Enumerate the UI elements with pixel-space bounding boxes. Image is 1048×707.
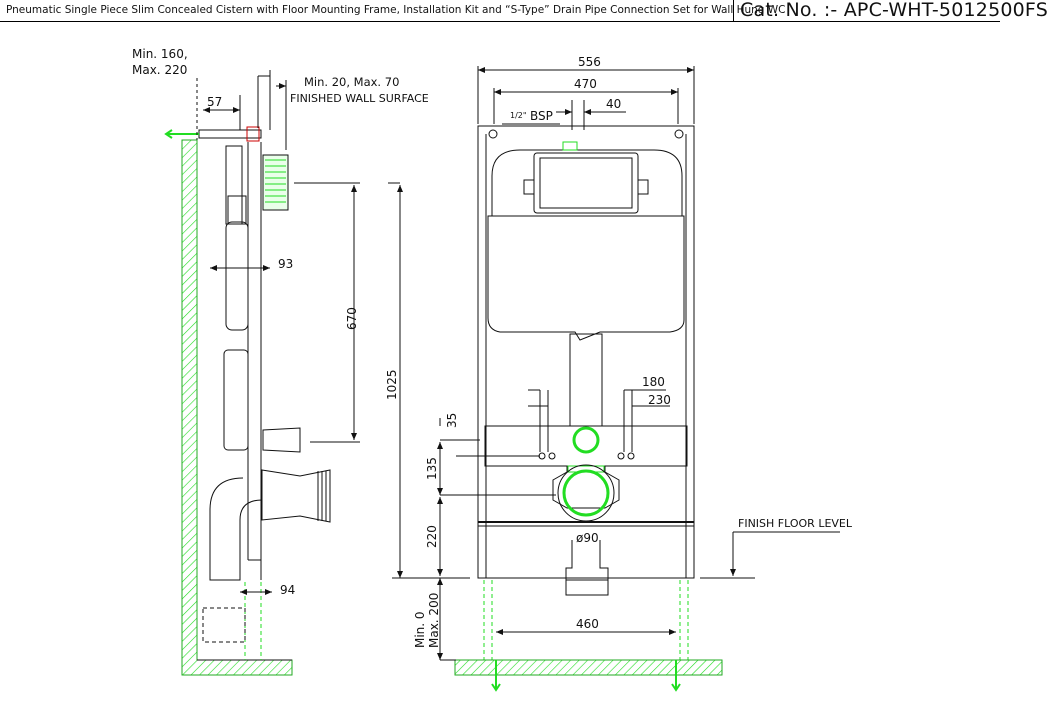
flush-cross-bar xyxy=(484,425,688,467)
label-finish-floor-level: FINISH FLOOR LEVEL xyxy=(738,517,853,530)
label-depth-min: Min. 160, xyxy=(132,47,188,61)
label-dim-556: 556 xyxy=(578,55,601,69)
label-bsp: BSP xyxy=(530,109,553,123)
catalog-number: Cat. No. :- APC-WHT-5012500FS xyxy=(740,0,1048,21)
label-dim-460: 460 xyxy=(576,617,599,631)
label-dia-90: ø90 xyxy=(576,531,599,545)
label-floor-min: Min. 0 xyxy=(413,611,427,648)
label-dim-93: 93 xyxy=(278,257,293,271)
label-dim-40: 40 xyxy=(606,97,621,111)
front-view xyxy=(388,66,840,692)
label-dim-35: 35 xyxy=(445,413,459,428)
water-inlet-valve xyxy=(246,126,260,142)
technical-drawing: Min. 160, Max. 220 57 Min. 20, Max. 70 F… xyxy=(132,47,853,692)
drain-outlet xyxy=(562,469,610,517)
label-dim-57: 57 xyxy=(207,95,222,109)
s-trap-pipe xyxy=(209,477,263,581)
flush-outlet xyxy=(572,426,600,454)
title-bar: Pneumatic Single Piece Slim Concealed Ci… xyxy=(0,0,1048,22)
label-dim-94: 94 xyxy=(280,583,295,597)
label-depth-max: Max. 220 xyxy=(132,63,187,77)
label-dim-1025: 1025 xyxy=(385,369,399,400)
label-dim-135: 135 xyxy=(425,457,439,480)
wall-hatch xyxy=(181,139,293,676)
label-finished-wall-surface: FINISHED WALL SURFACE xyxy=(290,92,429,105)
catalog-number-box: Cat. No. :- APC-WHT-5012500FS xyxy=(733,0,1048,22)
label-bsp-fraction: 1/2" xyxy=(510,111,527,120)
side-view xyxy=(164,70,360,676)
label-dim-670: 670 xyxy=(345,307,359,330)
cistern-tank-front xyxy=(487,215,685,341)
label-dim-220: 220 xyxy=(425,525,439,548)
label-floor-max: Max. 200 xyxy=(427,593,441,648)
floor-slab-front xyxy=(454,659,723,676)
service-opening xyxy=(533,152,639,214)
drawing-title: Pneumatic Single Piece Slim Concealed Ci… xyxy=(6,4,786,16)
label-dim-230: 230 xyxy=(648,393,671,407)
cistern-body-side xyxy=(225,221,249,331)
flush-plate-side xyxy=(262,154,289,211)
label-finish-wall-range: Min. 20, Max. 70 xyxy=(304,75,399,89)
label-dim-180: 180 xyxy=(642,375,665,389)
label-dim-470: 470 xyxy=(574,77,597,91)
mounting-frame xyxy=(477,125,695,579)
